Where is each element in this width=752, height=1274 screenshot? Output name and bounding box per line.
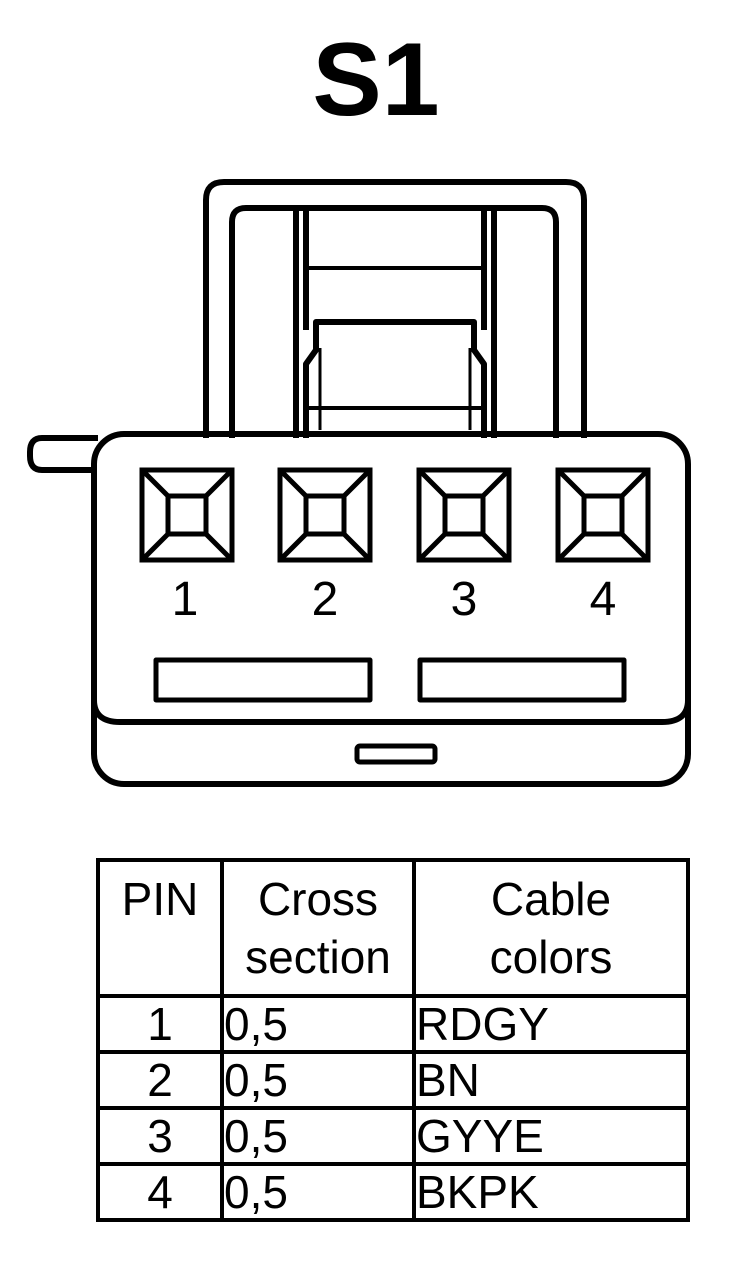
cell-cable-color: BKPK — [412, 1162, 690, 1222]
slot-left — [153, 657, 373, 703]
body-lip — [91, 699, 691, 725]
latch-inner — [229, 205, 559, 438]
connector-title: S1 — [312, 22, 440, 138]
header-pin: PIN — [96, 858, 224, 998]
slot-right — [417, 657, 627, 703]
side-tab — [27, 435, 98, 473]
connector-drawing — [27, 179, 691, 787]
cell-pin: 2 — [96, 1050, 224, 1110]
connector-body — [91, 431, 691, 787]
header-cable-colors: Cable colors — [412, 858, 690, 998]
pin-label-2: 2 — [311, 573, 339, 626]
cell-cable-color: RDGY — [412, 994, 690, 1054]
header-cross-section: Cross section — [220, 858, 416, 998]
table-row: 4 0,5 BKPK — [96, 1162, 690, 1222]
cell-pin: 4 — [96, 1162, 224, 1222]
pin-cavity-4 — [555, 467, 651, 563]
cell-cable-color: GYYE — [412, 1106, 690, 1166]
cell-cross-section: 0,5 — [220, 1050, 416, 1110]
pin-label-1: 1 — [171, 573, 199, 626]
table-row: 3 0,5 GYYE — [96, 1106, 690, 1166]
table-row: 2 0,5 BN — [96, 1050, 690, 1110]
cell-cross-section: 0,5 — [220, 994, 416, 1054]
pin-table: PIN Cross section Cable colors 1 0,5 RDG… — [96, 858, 690, 1222]
pin-cavity-2 — [277, 467, 373, 563]
pin-cavity-1 — [139, 467, 235, 563]
table-header-row: PIN Cross section Cable colors — [96, 858, 690, 998]
cell-pin: 1 — [96, 994, 224, 1054]
cell-cable-color: BN — [412, 1050, 690, 1110]
pin-label-3: 3 — [450, 573, 478, 626]
bottom-slot — [354, 743, 438, 765]
pin-label-4: 4 — [589, 573, 617, 626]
cell-pin: 3 — [96, 1106, 224, 1166]
table-row: 1 0,5 RDGY — [96, 994, 690, 1054]
pin-cavity-3 — [416, 467, 512, 563]
cell-cross-section: 0,5 — [220, 1106, 416, 1166]
latch-tongue — [293, 340, 497, 438]
latch-outer — [203, 179, 587, 438]
cell-cross-section: 0,5 — [220, 1162, 416, 1222]
